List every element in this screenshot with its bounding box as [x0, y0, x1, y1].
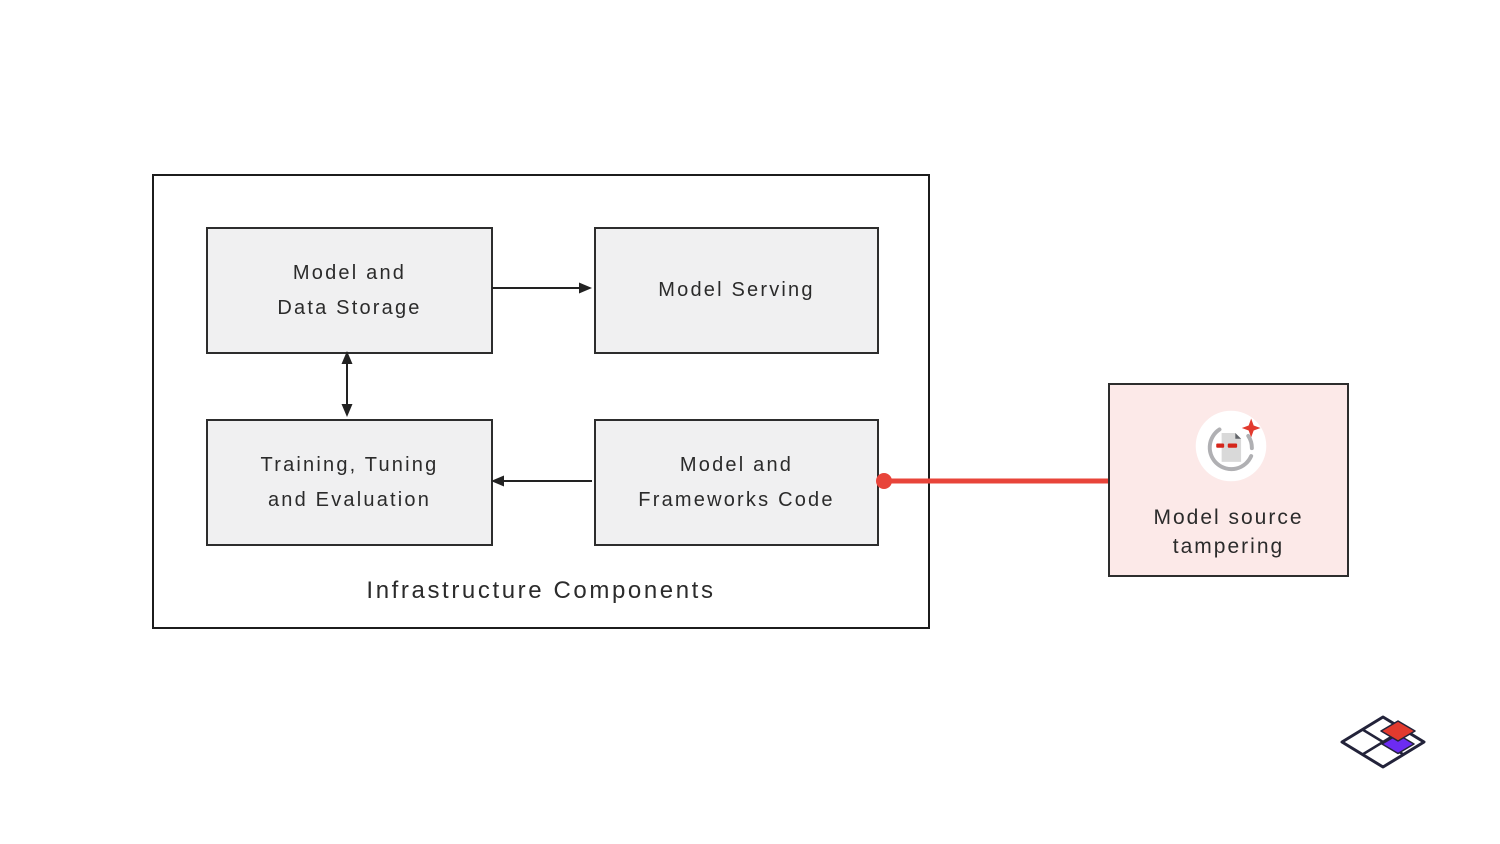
node-label-line: Data Storage	[277, 296, 422, 319]
tampered-document-sparkle-icon-svg	[1195, 410, 1267, 482]
brand-logo-icon	[1340, 715, 1426, 769]
node-model-frameworks-code: Model and Frameworks Code	[594, 419, 879, 546]
threat-label-line: Model source	[1153, 506, 1304, 529]
node-label-line: Model and	[679, 453, 794, 476]
tampered-document-sparkle-icon	[1195, 410, 1267, 482]
node-label-line: Model and	[292, 261, 407, 284]
threat-box-model-source-tampering: Model source tampering	[1108, 383, 1349, 577]
node-model-serving: Model Serving	[594, 227, 879, 354]
node-label-line: Model Serving	[658, 279, 815, 301]
node-model-and-data-storage: Model and Data Storage	[206, 227, 493, 354]
threat-label: Model source tampering	[1110, 503, 1347, 561]
infrastructure-components-container: Model and Data Storage Model Serving Tra…	[152, 174, 930, 629]
node-label-line: and Evaluation	[267, 488, 432, 511]
container-title: Infrastructure Components	[366, 577, 716, 604]
node-label-line: Training, Tuning	[260, 453, 439, 476]
brand-logo	[1335, 697, 1435, 777]
node-label-line: Frameworks Code	[638, 488, 835, 511]
node-training-tuning-evaluation: Training, Tuning and Evaluation	[206, 419, 493, 546]
threat-label-line: tampering	[1172, 535, 1285, 558]
